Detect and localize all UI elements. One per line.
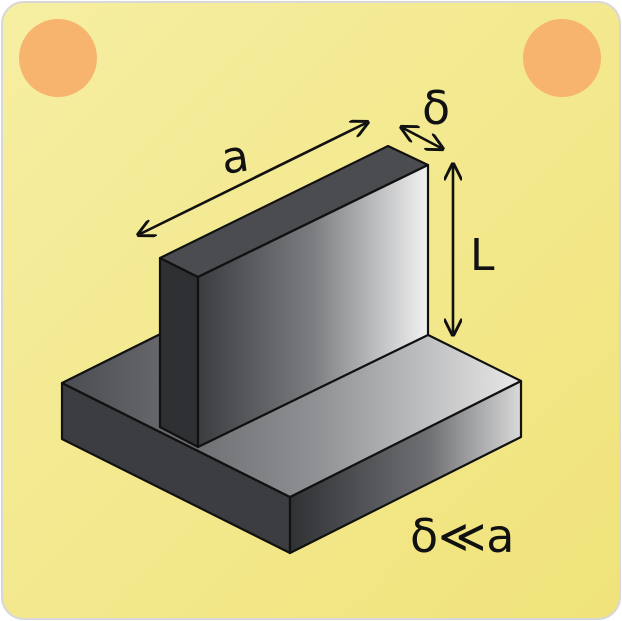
label-condition: δ≪a: [410, 509, 515, 563]
decor-dot-left: [19, 19, 97, 97]
label-delta: δ: [422, 81, 450, 135]
label-L: L: [470, 230, 495, 281]
decor-dot-right: [523, 19, 601, 97]
fin-side-face: [158, 256, 200, 449]
arrow-delta: [403, 128, 441, 148]
arrow-a: [140, 123, 366, 234]
